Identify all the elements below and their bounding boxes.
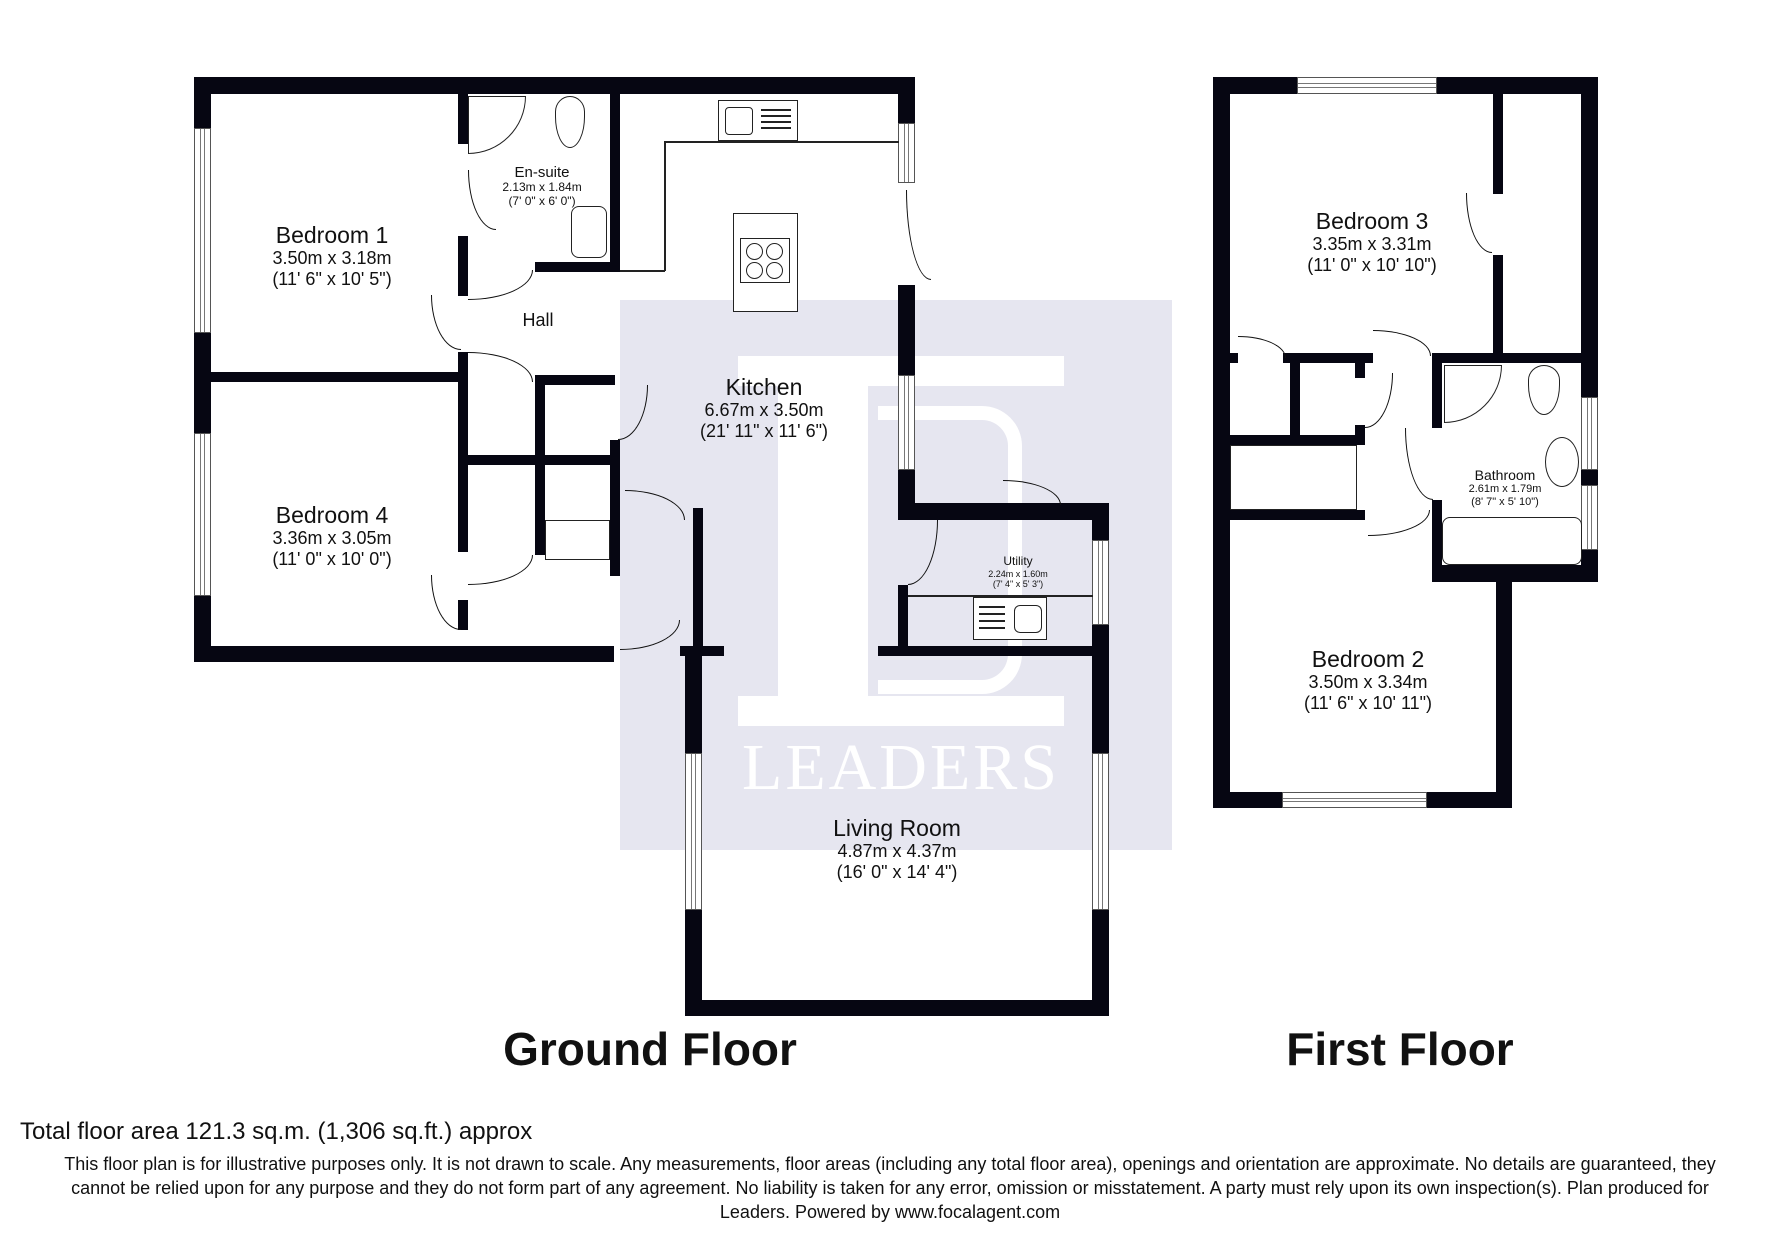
- door: [468, 352, 533, 382]
- room-label-kitchen: Kitchen 6.67m x 3.50m (21' 11" x 11' 6"): [699, 374, 829, 442]
- staircase: [1230, 445, 1357, 510]
- room-label-en-suite: En-suite 2.13m x 1.84m (7' 0" x 6' 0"): [502, 164, 582, 209]
- window: [1092, 540, 1109, 625]
- kitchen-sink-icon: [718, 100, 798, 141]
- window: [898, 375, 915, 470]
- door: [1365, 373, 1393, 428]
- toilet-icon: [1528, 365, 1560, 415]
- staircase: [545, 520, 610, 560]
- window: [1297, 77, 1437, 94]
- door: [468, 555, 533, 585]
- door: [468, 270, 533, 300]
- door: [1238, 336, 1286, 358]
- toilet-icon: [555, 96, 585, 148]
- disclaimer-text: This floor plan is for illustrative purp…: [64, 1154, 1716, 1222]
- room-label-utility: Utility 2.24m x 1.60m (7' 4" x 5' 3"): [988, 554, 1048, 590]
- shower-tray-icon: [1444, 365, 1502, 423]
- window: [898, 123, 915, 183]
- ground-floor-title: Ground Floor: [503, 1023, 797, 1075]
- french-doors: [906, 190, 931, 280]
- room-label-bedroom-1: Bedroom 1 3.50m x 3.18m (11' 6" x 10' 5"…: [272, 222, 392, 290]
- window: [1282, 792, 1427, 808]
- hob-icon: [740, 238, 790, 283]
- window: [1092, 753, 1109, 910]
- door: [1368, 510, 1430, 536]
- window: [1581, 397, 1598, 470]
- room-label-bedroom-2: Bedroom 2 3.50m x 3.34m (11' 6" x 10' 11…: [1303, 646, 1433, 714]
- window: [1581, 485, 1598, 550]
- room-label-hall: Hall: [522, 310, 554, 330]
- utility-sink-icon: [973, 597, 1047, 640]
- window: [194, 128, 211, 333]
- door: [468, 170, 496, 230]
- door: [1466, 193, 1492, 253]
- basin-icon: [571, 206, 607, 258]
- window: [194, 433, 211, 596]
- door: [431, 575, 461, 630]
- door: [1373, 330, 1431, 356]
- room-label-living-room: Living Room 4.87m x 4.37m (16' 0" x 14' …: [833, 815, 961, 883]
- watermark-brand-text: LEADERS: [742, 731, 1060, 804]
- basin-icon: [1545, 437, 1579, 487]
- door: [1405, 428, 1433, 500]
- room-label-bathroom: Bathroom 2.61m x 1.79m (8' 7" x 5' 10"): [1468, 467, 1542, 508]
- total-floor-area: Total floor area 121.3 sq.m. (1,306 sq.f…: [20, 1118, 533, 1145]
- door: [431, 295, 461, 350]
- room-label-bedroom-4: Bedroom 4 3.36m x 3.05m (11' 0" x 10' 0"…: [272, 502, 392, 570]
- shower-tray-icon: [468, 96, 526, 154]
- bathtub-icon: [1442, 517, 1582, 565]
- first-floor-title: First Floor: [1286, 1023, 1514, 1075]
- window: [685, 753, 702, 910]
- room-label-bedroom-3: Bedroom 3 3.35m x 3.31m (11' 0" x 10' 10…: [1307, 208, 1437, 276]
